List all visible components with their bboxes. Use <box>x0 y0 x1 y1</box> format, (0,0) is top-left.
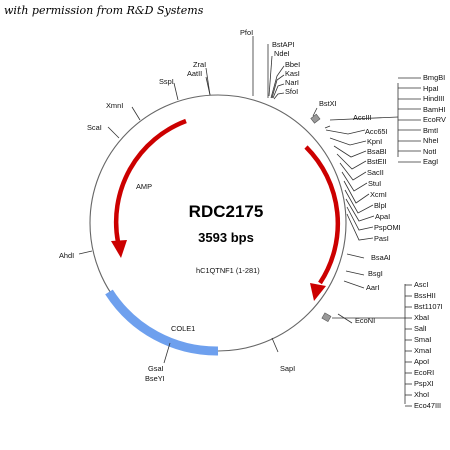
amp-arrowhead <box>111 240 127 258</box>
site-sacii: SacII <box>367 168 384 177</box>
site-bstxi: BstXI <box>319 99 337 108</box>
site-marker-top <box>310 113 321 124</box>
site-marker-bottom <box>321 312 332 323</box>
site-bsshii: BssHII <box>414 291 436 300</box>
insert-label: hC1QTNF1 (1-281) <box>196 266 260 275</box>
site-noti: NotI <box>423 147 437 156</box>
site-gsai: GsaI <box>148 364 164 373</box>
bsgi-tick <box>345 270 365 276</box>
site-zrai: ZraI <box>193 60 206 69</box>
site-xhoi: XhoI <box>414 390 429 399</box>
site-hpai: HpaI <box>423 84 439 93</box>
site-bsabi: BsaBI <box>367 147 387 156</box>
scai-tick <box>107 126 120 139</box>
econi-tick <box>337 313 353 324</box>
site-sali: SalI <box>414 324 427 333</box>
site-asci: AscI <box>414 280 428 289</box>
site-pspomi: PspOMI <box>374 223 401 232</box>
bsaai-tick <box>346 253 365 259</box>
site-kasi: KasI <box>285 69 300 78</box>
site-sspi: SspI <box>159 77 174 86</box>
top-right-block: BmgBI HpaI HindIII BamHI EcoRV BmtI NheI… <box>329 73 446 166</box>
cole1-label: COLE1 <box>171 324 195 333</box>
site-bst1107i: Bst1107I <box>414 302 443 311</box>
site-bsaai: BsaAI <box>371 253 391 262</box>
site-aari: AarI <box>366 283 380 292</box>
site-aatii: AatII <box>187 69 202 78</box>
amp-label: AMP <box>136 182 152 191</box>
site-xbai: XbaI <box>414 313 429 322</box>
site-eco47iii: Eco47III <box>414 401 441 410</box>
site-acciii: AccIII <box>353 113 371 122</box>
site-apai: ApaI <box>375 212 390 221</box>
site-xmai: XmaI <box>414 346 431 355</box>
site-stui: StuI <box>368 179 381 188</box>
site-xcmi: XcmI <box>370 190 387 199</box>
site-eagi: EagI <box>423 157 438 166</box>
site-acc65i: Acc65I <box>365 127 388 136</box>
bbei-tick <box>270 65 285 99</box>
site-bseyi: BseYI <box>145 374 165 383</box>
site-bsteii: BstEII <box>367 157 387 166</box>
plasmid-name: RDC2175 <box>189 202 264 221</box>
site-econi: EcoNI <box>355 316 375 325</box>
site-apoi: ApoI <box>414 357 429 366</box>
site-bamhi: BamHI <box>423 105 446 114</box>
site-bsgi: BsgI <box>368 269 383 278</box>
bottom-right-block: AscI BssHII Bst1107I XbaI SalI SmaI XmaI… <box>332 280 443 410</box>
sfoi-tick <box>273 92 285 100</box>
site-hindiii: HindIII <box>423 94 444 103</box>
site-kpni: KpnI <box>367 137 382 146</box>
site-ahdi: AhdI <box>59 251 74 260</box>
site-ecori: EcoRI <box>414 368 434 377</box>
sspi-tick <box>173 82 179 101</box>
nari-tick <box>272 83 285 99</box>
site-pspxi: PspXI <box>414 379 434 388</box>
site-sfoi: SfoI <box>285 87 298 96</box>
xmni-tick <box>131 106 141 121</box>
amp-arrow <box>113 118 187 243</box>
kasi-tick <box>271 74 285 99</box>
site-pfoi: PfoI <box>240 28 253 37</box>
plasmid-size: 3593 bps <box>198 230 254 245</box>
right-mid-stack: AccIII Acc65I KpnI BsaBI BstEII SacII St… <box>324 113 401 243</box>
site-xmni: XmnI <box>106 101 123 110</box>
aatii-tick <box>205 76 211 96</box>
site-bbei: BbeI <box>285 60 300 69</box>
site-pasi: PasI <box>374 234 389 243</box>
site-bmgbi: BmgBI <box>423 73 445 82</box>
insert-arrow <box>304 145 341 285</box>
site-blpi: BlpI <box>374 201 387 210</box>
sapi-tick <box>271 337 279 353</box>
aari-tick <box>343 280 365 289</box>
ndei-tick <box>268 55 273 97</box>
cole1-arc <box>105 289 219 356</box>
ahdi-tick <box>78 250 93 255</box>
gsai-tick <box>163 342 171 364</box>
site-nhei: NheI <box>423 136 439 145</box>
insert-arrowhead <box>310 283 326 301</box>
bstxi-tick <box>312 107 318 117</box>
site-smai: SmaI <box>414 335 431 344</box>
site-bmti: BmtI <box>423 126 438 135</box>
site-sapi: SapI <box>280 364 295 373</box>
credit-text: with permission from R&D Systems <box>4 4 204 17</box>
site-bstapi: BstAPI <box>272 40 295 49</box>
site-scai: ScaI <box>87 123 102 132</box>
site-ecorv: EcoRV <box>423 115 446 124</box>
site-ndei: NdeI <box>274 49 290 58</box>
site-nari: NarI <box>285 78 299 87</box>
